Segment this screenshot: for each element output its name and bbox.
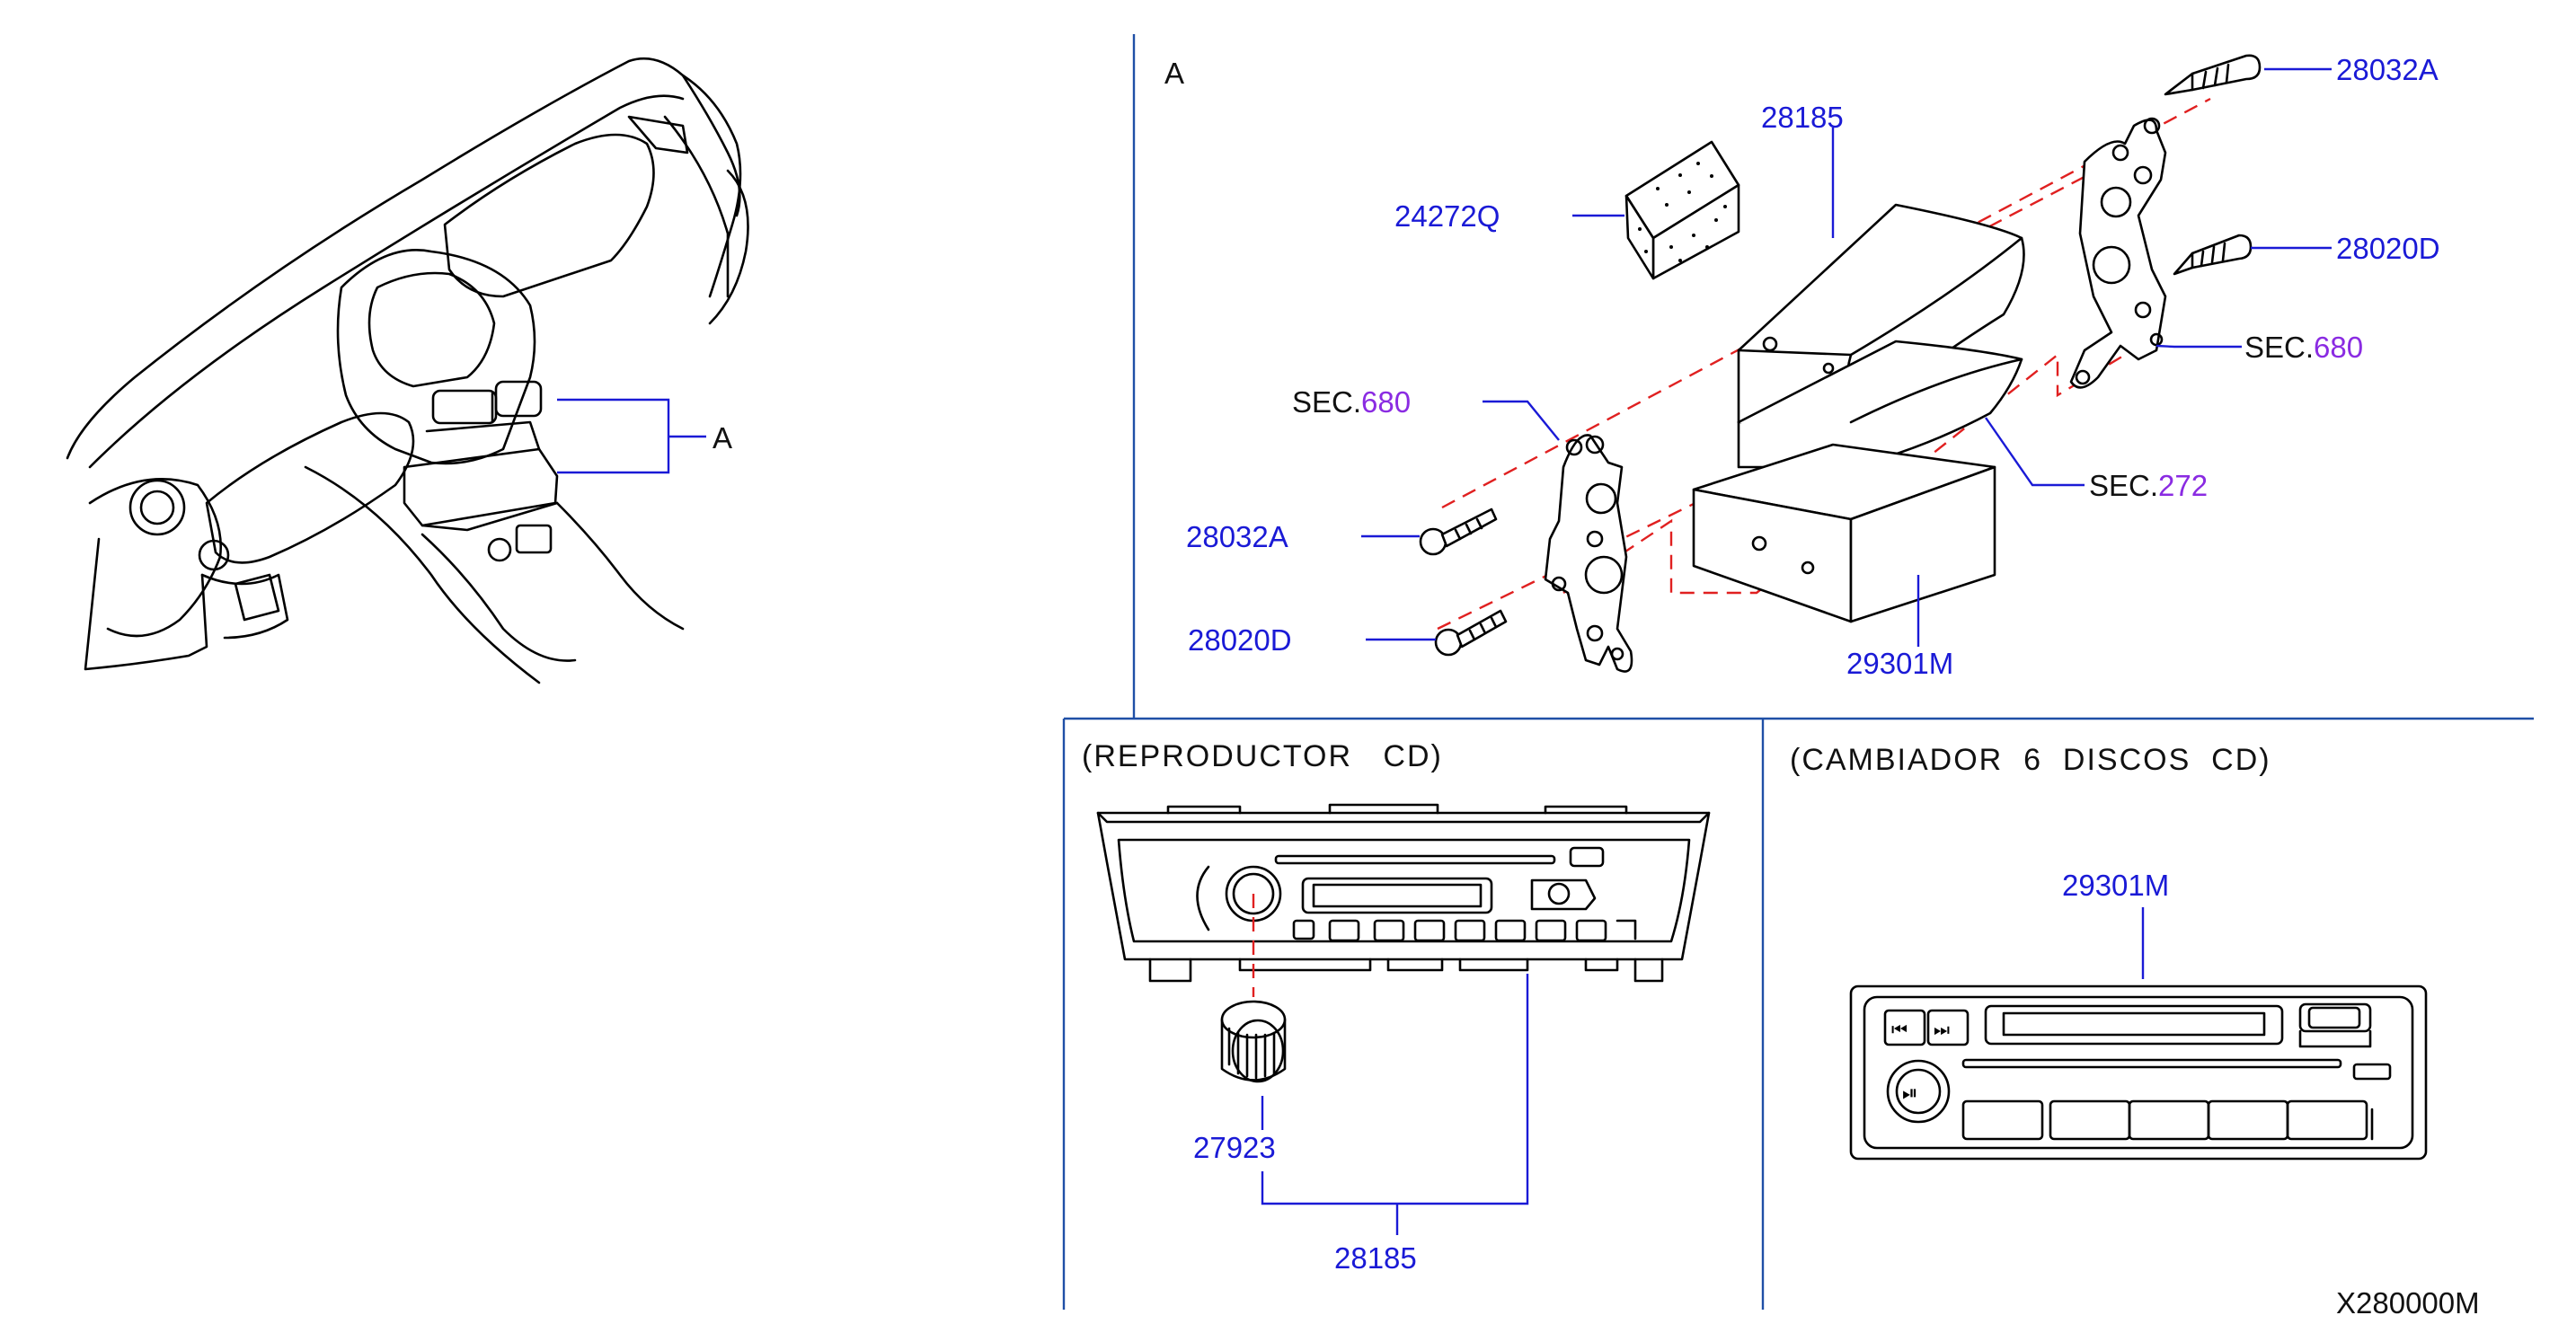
right-bracket-icon xyxy=(2069,117,2167,389)
label-28032a-left: 28032A xyxy=(1186,520,1288,553)
screw-28020d-left-icon xyxy=(1434,609,1508,657)
sec680-left-number: 680 xyxy=(1361,385,1411,419)
label-sec680-left: SEC.680 xyxy=(1292,385,1411,419)
sec272-number: 272 xyxy=(2158,469,2208,502)
label-28185-bottom: 28185 xyxy=(1334,1241,1417,1275)
sec680-right-number: 680 xyxy=(2314,331,2363,364)
play-pause-icon: ⏯ xyxy=(1902,1082,1918,1105)
cd-player-unit-icon xyxy=(1096,803,1711,983)
rewind-icon: ⏮ xyxy=(1891,1019,1908,1040)
knob-27923-icon xyxy=(1220,1000,1287,1083)
bezel-assembly-icon xyxy=(1737,203,2025,469)
section-dividers xyxy=(1062,34,2534,1310)
cd-changer-title: (CAMBIADOR 6 DISCOS CD) xyxy=(1790,743,2271,777)
label-24272q: 24272Q xyxy=(1394,199,1500,233)
label-28020d-left: 28020D xyxy=(1188,623,1292,657)
label-29301m-changer: 29301M xyxy=(2062,869,2169,902)
exploded-assembly xyxy=(1361,54,2332,673)
label-28032a-top: 28032A xyxy=(2336,53,2439,86)
left-bracket-icon xyxy=(1544,434,1633,673)
screw-28032a-top-icon xyxy=(2164,54,2262,96)
label-sec680-right: SEC.680 xyxy=(2244,331,2363,364)
label-28185-top: 28185 xyxy=(1761,101,1844,134)
sec-prefix-left: SEC. xyxy=(1292,385,1361,419)
cd-player-title: (REPRODUCTOR CD) xyxy=(1082,739,1443,773)
label-sec272: SEC.272 xyxy=(2089,469,2208,502)
forward-icon: ⏭ xyxy=(1934,1019,1950,1040)
label-29301m-main: 29301M xyxy=(1846,647,1953,680)
screw-28020d-top-icon xyxy=(2173,234,2253,276)
sec-prefix-272: SEC. xyxy=(2089,469,2158,502)
label-28020d-top: 28020D xyxy=(2336,232,2440,265)
bracket-leader-28185 xyxy=(1261,974,1529,1235)
label-27923: 27923 xyxy=(1193,1131,1276,1164)
overview-callout-a: A xyxy=(713,421,732,455)
audio-unit-icon xyxy=(1692,443,1996,623)
screw-28032a-left-icon xyxy=(1419,508,1498,556)
view-reference-a: A xyxy=(1164,57,1184,90)
dashboard-overview-illustration xyxy=(66,57,749,684)
cd-changer-unit-icon: ⏮ ⏭ ⏯ xyxy=(1849,984,2428,1161)
diagram-code: X280000M xyxy=(2336,1286,2480,1320)
sec-prefix-right: SEC. xyxy=(2244,331,2314,364)
sponge-part-icon xyxy=(1624,140,1740,280)
